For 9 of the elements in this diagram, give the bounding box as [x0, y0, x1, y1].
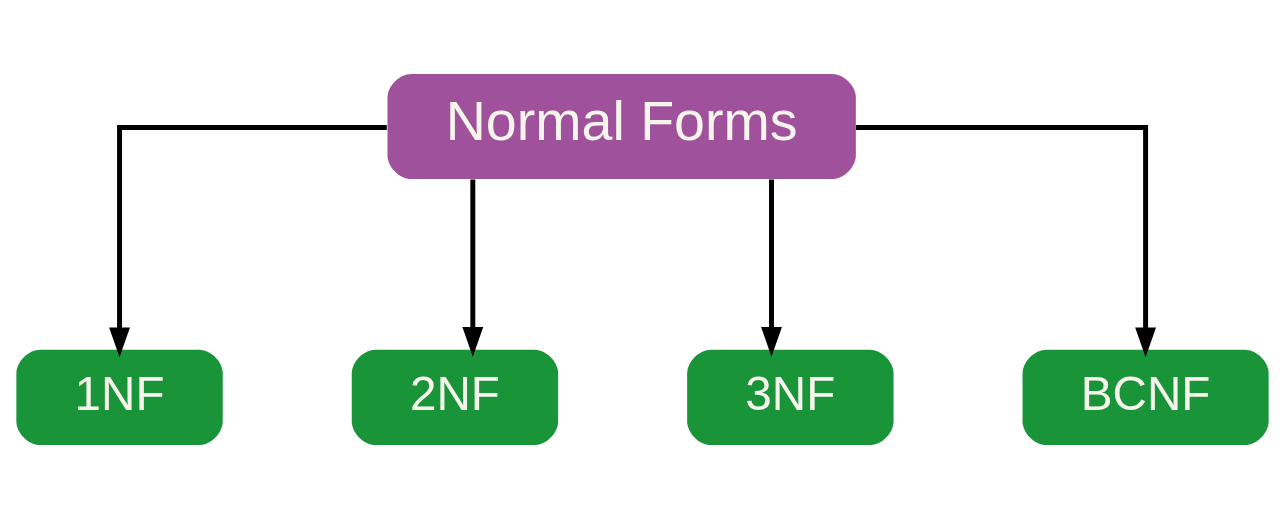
- node-box: 1NF: [16, 349, 223, 445]
- node-box: 2NF: [351, 349, 559, 445]
- node-box: Normal Forms: [387, 73, 856, 179]
- arrow: [761, 178, 782, 357]
- node-box: 3NF: [687, 349, 894, 445]
- arrow: [462, 178, 484, 357]
- arrow: [109, 124, 387, 357]
- node-box: BCNF: [1022, 349, 1269, 445]
- arrow: [856, 124, 1157, 357]
